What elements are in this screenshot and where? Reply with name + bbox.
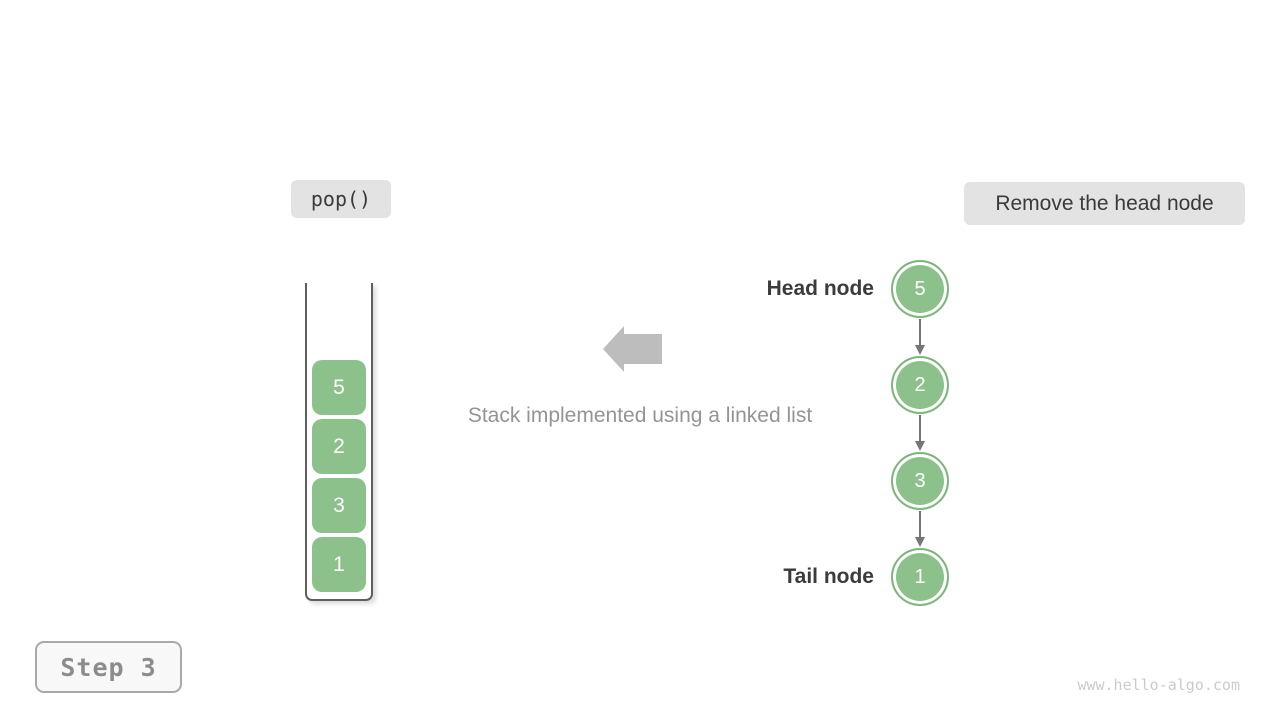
step-badge: Step 3	[35, 641, 182, 693]
connector-line	[919, 319, 921, 346]
connector-line	[919, 511, 921, 538]
linked-list-node: 5	[891, 260, 949, 318]
stack-item: 3	[312, 478, 366, 533]
stack-container: 5 2 3 1	[305, 283, 373, 601]
left-arrow-icon	[603, 326, 662, 372]
linked-list-node: 3	[891, 452, 949, 510]
linked-list-node: 1	[891, 548, 949, 606]
watermark: www.hello-algo.com	[1077, 676, 1240, 694]
diagram-caption: Stack implemented using a linked list	[467, 404, 813, 427]
down-arrow-connector	[914, 319, 926, 355]
down-arrowhead-icon	[915, 345, 925, 355]
down-arrowhead-icon	[915, 537, 925, 547]
connector-line	[919, 415, 921, 442]
tail-node-label: Tail node	[783, 565, 874, 588]
down-arrow-connector	[914, 415, 926, 451]
description-badge: Remove the head node	[964, 182, 1245, 225]
down-arrowhead-icon	[915, 441, 925, 451]
stack-item: 1	[312, 537, 366, 592]
stack-item: 2	[312, 419, 366, 474]
linked-list-node: 2	[891, 356, 949, 414]
head-node-label: Head node	[766, 277, 874, 300]
operation-badge: pop()	[291, 180, 391, 218]
stack-item: 5	[312, 360, 366, 415]
down-arrow-connector	[914, 511, 926, 547]
